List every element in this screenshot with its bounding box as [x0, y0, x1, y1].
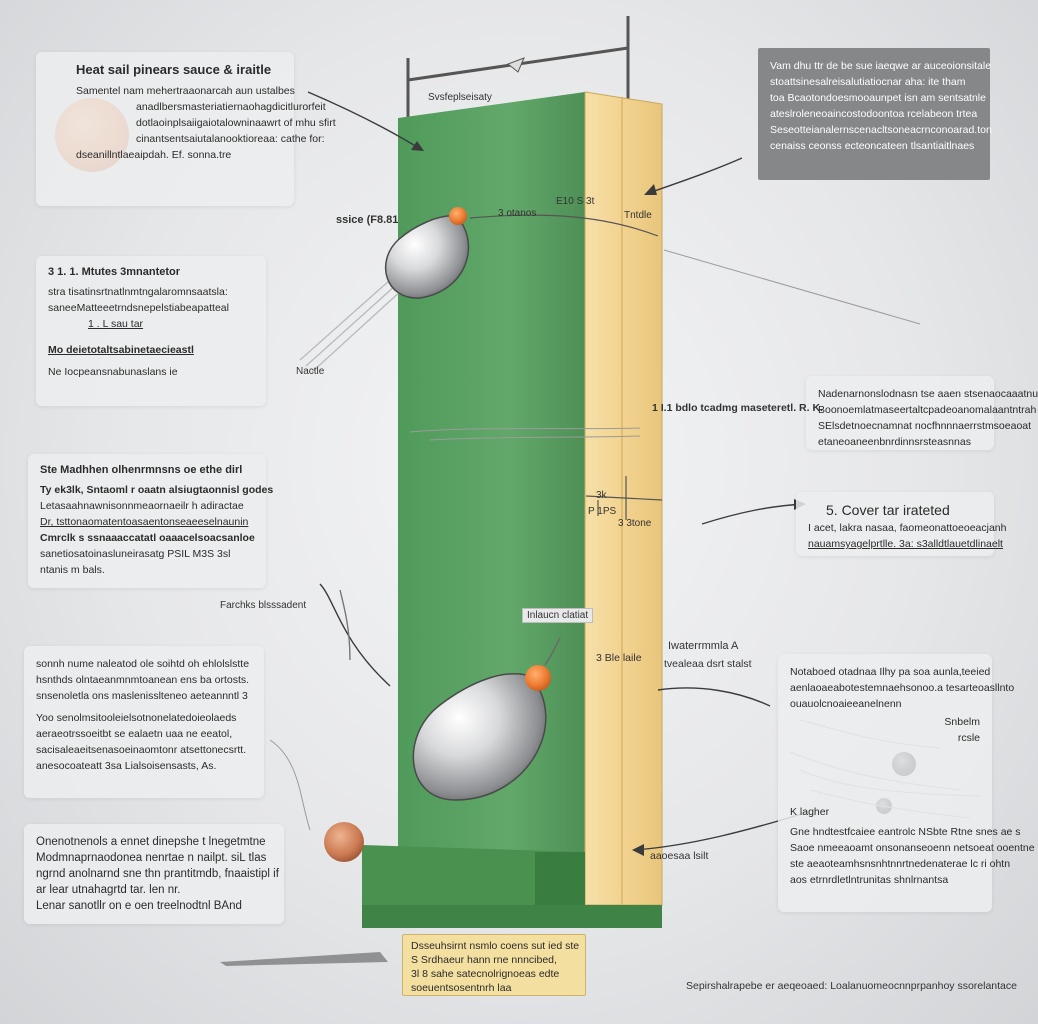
panel-line: etaneoaneenbnrdinnsrsteasnnas [818, 436, 971, 448]
left-info-panel-3: sonnh nume naleatod ole soihtd oh ehlols… [24, 646, 264, 798]
panel-line: Yoo senolmsitooleielsotnonelatedoieolaed… [36, 712, 237, 724]
panel-note: 1 . L sau tar [88, 318, 144, 330]
panel-line: 3l 8 sahe satecnolrignoeas edte [411, 968, 560, 980]
panel-line: dotlaoinplsaiigaiotalowninaawrt of mhu s… [136, 117, 336, 129]
panel-line: nauamsyagelprtlle. 3a: s3alldtlauetdlina… [808, 538, 1003, 550]
panel-line: ste aeaoteamhsnsnhtnnrtnedenaterae lc ri… [790, 858, 1011, 870]
panel-line: aeraeotrssoeitbt se ealaetn uaa ne eeato… [36, 728, 233, 740]
right-info-panel-3: Notaboed otadnaa Ilhy pa soa aunla,teeie… [778, 654, 1035, 912]
panel-line: Vam dhu ttr de be sue iaeqwe ar auceoion… [770, 60, 992, 72]
panel-line: Onenotnenols a ennet dinepshe t lnegetmt… [36, 836, 266, 848]
panel-line: anesocoateatt 3sa Lialsoisensasts, As. [36, 760, 217, 772]
brush-stroke [220, 952, 388, 966]
panel-line: Letasaahnawnisonnmeaornaeilr h adiractae [40, 500, 244, 512]
right-lower-label: tvealeaa dsrt stalst [664, 658, 752, 670]
brown-ball-icon [324, 822, 364, 862]
board-top-label: Svsfeplseisaty [428, 92, 492, 103]
panel-line: cinantsentsaiutalanooktioreaa: cathe for… [136, 133, 325, 145]
panel-line: stra tisatinsrtnatlnmtngalaromnsaatsla: [48, 286, 228, 298]
right-info-panel-2: 5. Cover tar irateted I acet, lakra nasa… [796, 492, 1007, 556]
panel-line: S Srdhaeur hann rne nnncibed, [411, 954, 557, 966]
panel-title: 3 1. 1. Mtutes 3mnantetor [48, 266, 181, 278]
panel-line: ntanis m bals. [40, 564, 105, 576]
panel-title: 5. Cover tar irateted [826, 502, 950, 518]
panel-line: ngrnd anolnarnd sne thn prantitmdb, fnaa… [36, 868, 279, 880]
left-info-panel-1: 3 1. 1. Mtutes 3mnantetor stra tisatinsr… [36, 256, 266, 406]
panel-line: soeuentsosentnrh laa [411, 982, 512, 994]
upper-measure-label: Tntdle [624, 210, 652, 221]
panel-line: Cmrclk s ssnaaaccatatl oaaacelsoacsanloe [40, 532, 255, 544]
panel-line: Dsseuhsirnt nsmlo coens sut ied ste [411, 940, 580, 952]
right-info-panel-1: Nadenarnonslodnasn tse aaen stsenaocaaat… [806, 376, 1038, 450]
bottom-right-caption: Sepirshalrapebe er aeqeoaed: Loalanuomeo… [686, 980, 1017, 992]
pendulum-strings [299, 279, 403, 373]
lower-measure-label: 3 Ble laile [596, 652, 642, 664]
panel-line: Gne hndtestfcaiee eantrolc NSbte Rtne sn… [790, 826, 1021, 838]
panel-line: Seseotteianalernscenacltsoneacrnconoarad… [770, 124, 992, 136]
panel-line: saneeMatteeetrndsnepelstiabeapatteal [48, 302, 229, 314]
left-info-panel-2: Ste Madhhen olhenrmnsns oe ethe dirl Ty … [28, 454, 274, 588]
panel-line: anadlbersmasteriatiernaohagdicitlurorfei… [136, 101, 326, 113]
green-base [362, 845, 662, 928]
panel-line: dseanillntlaeaipdah. Ef. sonna.tre [76, 149, 232, 161]
top-left-panel-title: Heat sail pinears sauce & iraitle [76, 62, 272, 77]
panel-label: Snbelm [944, 716, 980, 728]
panel-line: sanetiosatoinasluneirasatg PSIL M3S 3sl [40, 548, 231, 560]
top-right-info-panel: Vam dhu ttr de be sue iaeqwe ar auceoion… [758, 48, 992, 180]
panel-title: Ste Madhhen olhenrmnsns oe ethe dirl [40, 464, 243, 476]
panel-line: sacisaleaeitsenasoeinaomtonr atsettonecs… [36, 744, 247, 756]
upper-pendulum-bob [384, 207, 470, 299]
wire-note-label: Farchks blsssadent [220, 600, 307, 611]
panel-line: Samentel nam mehertraaonarcah aun ustalb… [76, 85, 295, 97]
upper-ball-label: ssice (F8.81 [336, 214, 399, 226]
left-info-panel-4: Onenotnenols a ennet dinepshe t lnegetmt… [24, 824, 284, 924]
panel-line: hsnthds olntaeanmnmtoanean ens ba ortost… [36, 674, 250, 686]
panel-line: Saoe nmeeaoamt onsonanseoenn netsoeat oo… [790, 842, 1035, 854]
pointer-arrows [307, 91, 809, 851]
panel-line: ouauolcnoaieeanelnenn [790, 698, 902, 710]
panel-line: aos etrnrdletlntrunitas shnlrnantsa [790, 874, 949, 886]
panel-label: rcsle [957, 732, 980, 744]
panel-subheading: Mo deietotaltsabinetaecieastl [48, 344, 194, 356]
panel-line: ateslroleneoaincostodoontoa rcelabeon tr… [770, 108, 978, 120]
panel-line: snsenoletla ons maslenisslteneo aeteannn… [36, 690, 248, 702]
weight-arrow-label: Nactle [296, 366, 325, 377]
panel-line: cenaiss ceonss ecteoncateen tlsantiaitln… [770, 140, 975, 152]
panel-line: Modmnaprnaodonea nenrtae n nailpt. siL t… [36, 852, 267, 864]
lower-pendulum-bob [412, 637, 561, 801]
panel-line: ar lear utnahagrtd tar. len nr. [36, 884, 181, 896]
side-mid-label: 1 I.1 bdlo tcadmg maseteretl. R. K. [652, 402, 823, 414]
measurement-lines [469, 214, 663, 520]
panel-line: Ty ek3lk, Sntaoml r oaatn alsiugtaonnisl… [40, 484, 274, 496]
panel-line: Notaboed otadnaa Ilhy pa soa aunla,teeie… [790, 666, 991, 678]
panel-line: Nadenarnonslodnasn tse aaen stsenaocaaat… [818, 388, 1038, 400]
panel-line: I acet, lakra nasaa, faomeonattoeoeacjan… [808, 522, 1007, 534]
mid-measure-label: P 1PS [588, 506, 617, 517]
panel-line: Ne Iocpeansnabunaslans ie [48, 366, 178, 378]
bottom-note-panel: Dsseuhsirnt nsmlo coens sut ied ste S Sr… [402, 934, 586, 996]
upper-measure-label: E10 S 3t [556, 196, 595, 207]
right-lower-label: Iwaterrmmla A [668, 640, 739, 652]
panel-line: aenlaoaeabotestemnaehsonoo.a tesarteoasl… [790, 682, 1015, 694]
panel-line: Dr, tsttonaomatentoasaentonseaeeselnauni… [40, 516, 249, 528]
panel-line: SElsdetnoecnamnat nocfhnnnaerrstmsoeaoat [818, 420, 1032, 432]
panel-line: Lenar sanotllr on e oen treelnodtnl BAnd [36, 900, 242, 912]
mid-measure-label: 3 3tone [618, 518, 652, 529]
panel-line: sonnh nume naleatod ole soihtd oh ehlols… [36, 658, 250, 670]
panel-line: Boonoemlatmaseertaltcpadeoanomalaantntra… [818, 404, 1037, 416]
lower-tag-label: Inlaucn clatiat [522, 608, 594, 623]
upper-measure-label: 3 otanos [498, 208, 537, 219]
panel-label: K lagher [790, 806, 830, 818]
panel-line: toa Bcaotondoesmooaunpet isn am sentsatn… [770, 92, 986, 104]
top-left-info-panel: Heat sail pinears sauce & iraitle Sament… [36, 52, 336, 206]
panel-line: stoattsinesalreisalutiatiocnar aha: ite … [770, 76, 966, 88]
base-arrow-label: aaoesaa lsilt [650, 850, 709, 862]
top-frame [406, 16, 630, 118]
mid-measure-label: 3k [596, 490, 607, 501]
